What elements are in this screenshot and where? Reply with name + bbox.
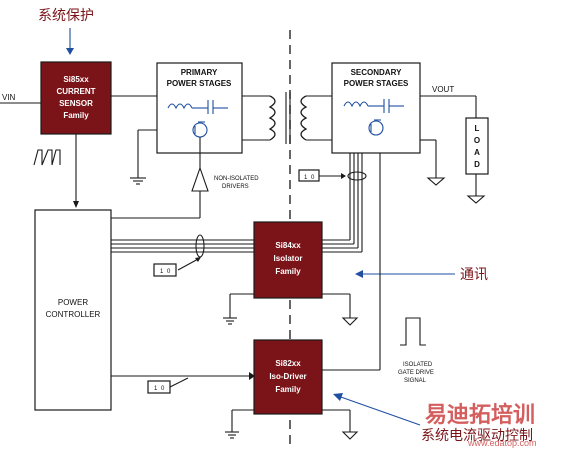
si82-ground-right-icon — [341, 431, 359, 440]
load-ground-icon — [466, 195, 486, 204]
si84-ground-right-icon — [341, 317, 359, 326]
si82xx-block — [253, 339, 323, 415]
load-letter-2: O — [474, 136, 480, 145]
si84xx-label-3: Family — [275, 267, 301, 276]
vin-label: VIN — [2, 93, 16, 102]
pulse-digit-secondary: 1 — [304, 175, 308, 181]
si85xx-label-1: Si85xx — [63, 75, 89, 84]
transformer-secondary-coil-icon — [300, 95, 308, 141]
watermark-url: www.edatop.com — [467, 438, 537, 448]
isolated-gate-label-3: SIGNAL — [404, 378, 427, 384]
non-isolated-label-1: NON-ISOLATED — [214, 176, 259, 182]
pulse-arrowhead-secondary — [341, 173, 346, 179]
gate-drive-waveform-icon — [400, 317, 426, 346]
sensor-waveform-icon — [33, 149, 61, 166]
annotation-comm-cn: 通讯 — [460, 267, 488, 283]
primary-inductor-icon — [167, 103, 193, 110]
secondary-inductor-icon — [343, 101, 369, 108]
watermark-logo: 易迪拓培训 — [425, 402, 535, 428]
si82xx-label-2: Iso-Driver — [269, 372, 306, 381]
secondary-mosfet-icon — [368, 120, 384, 136]
pulse-zero-secondary: 0 — [311, 175, 315, 181]
secondary-label-1: SECONDARY — [351, 68, 402, 77]
si82xx-label-3: Family — [275, 385, 301, 394]
si84xx-label-1: Si84xx — [275, 241, 301, 250]
transformer-primary-coil-icon — [268, 95, 276, 141]
annotation-sensor-arrowhead — [66, 48, 74, 55]
primary-label-2: POWER STAGES — [167, 79, 232, 88]
controller-label-1: POWER — [58, 298, 88, 307]
pulse-to-bus-primary-wire — [177, 257, 201, 271]
annotation-driver-arrow — [337, 395, 421, 426]
bus-bundle-icon-secondary — [347, 171, 367, 181]
non-isolated-label-2: DRIVERS — [222, 184, 249, 190]
pulse-driver-to-wire — [169, 377, 189, 388]
si85xx-label-3: SENSOR — [59, 99, 93, 108]
pulse-digit-primary: 1 — [160, 269, 164, 275]
annotation-driver-cn: 系统电流驱动控制 — [421, 428, 533, 444]
pulse-zero-driver: 0 — [161, 386, 165, 392]
pulse-box-secondary — [298, 169, 320, 182]
si82xx-label-1: Si82xx — [275, 359, 301, 368]
pulse-zero-primary: 0 — [167, 269, 171, 275]
vout-label: VOUT — [432, 85, 454, 94]
load-letter-4: D — [474, 160, 480, 169]
controller-to-si82-arrowhead — [249, 372, 255, 380]
annotation-comm-arrowhead — [355, 270, 363, 278]
isolated-gate-label-2: GATE DRIVE — [398, 370, 434, 376]
controller-label-2: CONTROLLER — [46, 310, 101, 319]
load-letter-1: L — [475, 124, 480, 133]
si84xx-block — [253, 221, 323, 299]
isolated-gate-label-1: ISOLATED — [403, 362, 433, 368]
si85xx-label-4: Family — [63, 111, 89, 120]
secondary-power-stages-block — [331, 62, 421, 154]
si84xx-label-2: Isolator — [274, 254, 303, 263]
load-letter-3: A — [474, 148, 480, 157]
secondary-ground-icon — [426, 177, 446, 186]
power-controller-block — [34, 209, 112, 411]
annotation-sensor-cn: 系统保护 — [38, 8, 94, 24]
annotation-driver-arrowhead — [333, 393, 343, 401]
secondary-label-2: POWER STAGES — [344, 79, 409, 88]
bus-bundle-icon-primary — [195, 234, 205, 258]
pulse-box-primary — [153, 263, 177, 277]
non-isolated-driver-icon — [191, 166, 209, 192]
si85-to-controller-arrowhead — [73, 201, 79, 208]
pulse-box-driver — [147, 380, 171, 394]
primary-label-1: PRIMARY — [181, 68, 218, 77]
pulse-arrowhead-primary — [195, 257, 201, 262]
pulse-digit-driver: 1 — [154, 386, 158, 392]
load-block — [465, 117, 489, 175]
si85xx-label-2: CURRENT — [56, 87, 95, 96]
si85xx-block — [40, 61, 112, 135]
